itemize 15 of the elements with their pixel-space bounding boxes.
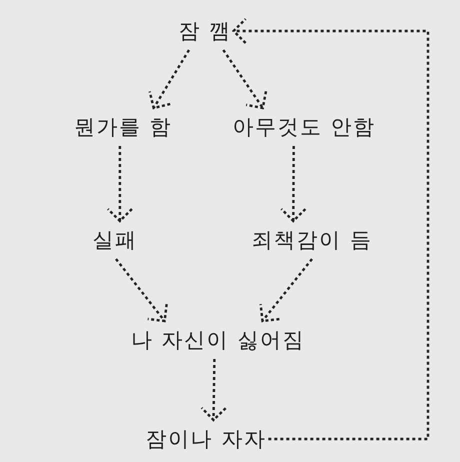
dotted-arrow <box>232 18 430 440</box>
dotted-arrow <box>259 258 313 322</box>
step-text: 아무것도 안함 <box>230 108 378 146</box>
step-text: 잠이나 자자 <box>144 420 268 458</box>
step-text: 나 자신이 싫어짐 <box>129 321 307 359</box>
dotted-arrow <box>148 49 190 110</box>
step-text: 잠 깸 <box>176 12 234 50</box>
step-text: 뭔가를 함 <box>72 108 174 146</box>
step-text: 실패 <box>90 221 140 259</box>
dotted-arrow <box>200 358 227 422</box>
dotted-arrow <box>222 49 268 110</box>
dotted-arrow <box>280 146 307 222</box>
dotted-arrow <box>115 258 168 322</box>
step-text: 죄책감이 듬 <box>250 221 374 259</box>
dotted-arrow <box>106 146 134 222</box>
